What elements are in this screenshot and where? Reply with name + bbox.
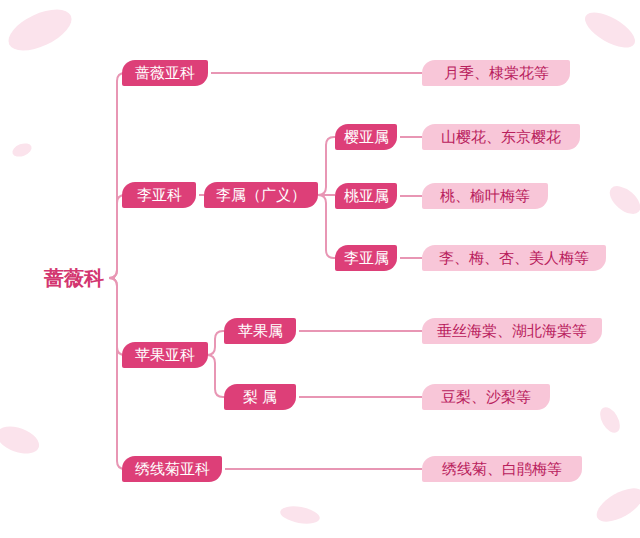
category-box: 李亚属 (335, 245, 397, 271)
node-text: 李亚科 (137, 186, 182, 205)
category-box: 李亚科 (122, 182, 196, 208)
example-box: 垂丝海棠、湖北海棠等 (422, 318, 602, 344)
node-text: 苹果属 (238, 322, 283, 341)
node-text: 桃、榆叶梅等 (440, 187, 530, 206)
node-text: 李属（广义） (216, 186, 306, 205)
tree-connector (207, 331, 224, 355)
node-text: 李亚属 (344, 249, 389, 268)
tree-connector (318, 137, 335, 195)
node-text: 樱亚属 (344, 128, 389, 147)
tree-connector (400, 257, 422, 259)
node-text: 绣线菊、白鹃梅等 (442, 460, 562, 479)
tree-connector (299, 396, 422, 398)
node-text: 山樱花、东京樱花 (441, 128, 561, 147)
tree-connector (400, 195, 422, 197)
root-label: 蔷薇科 (36, 263, 112, 293)
example-box: 月季、棣棠花等 (422, 60, 570, 86)
category-box: 苹果属 (224, 318, 296, 344)
node-text: 豆梨、沙梨等 (441, 388, 531, 407)
category-box: 苹果亚科 (122, 342, 208, 368)
tree-connector (318, 195, 335, 258)
petal (0, 1, 640, 528)
node-text: 月季、棣棠花等 (444, 64, 549, 83)
node-text: 蔷薇科 (44, 265, 104, 292)
example-box: 山樱花、东京樱花 (422, 124, 580, 150)
tree-connector (211, 72, 422, 74)
example-box: 桃、榆叶梅等 (422, 183, 548, 209)
tree-connector (400, 136, 422, 138)
node-text: 桃亚属 (344, 187, 389, 206)
tree-connector (299, 330, 422, 332)
category-box: 蔷薇亚科 (122, 60, 208, 86)
tree-connector (207, 355, 224, 397)
node-text: 绣线菊亚科 (135, 460, 210, 479)
node-text: 苹果亚科 (135, 346, 195, 365)
example-box: 李、梅、杏、美人梅等 (422, 245, 606, 271)
category-box: 李属（广义） (204, 182, 318, 208)
category-box: 桃亚属 (335, 183, 397, 209)
tree-connector (109, 73, 125, 278)
example-box: 豆梨、沙梨等 (422, 384, 550, 410)
category-box: 绣线菊亚科 (122, 456, 222, 482)
tree-connector (109, 278, 125, 469)
category-box: 樱亚属 (335, 124, 397, 150)
tree-connector (225, 468, 422, 470)
example-box: 绣线菊、白鹃梅等 (422, 456, 582, 482)
node-text: 蔷薇亚科 (135, 64, 195, 83)
category-box: 梨 属 (224, 384, 296, 410)
node-text: 李、梅、杏、美人梅等 (439, 249, 589, 268)
node-text: 垂丝海棠、湖北海棠等 (437, 322, 587, 341)
node-text: 梨 属 (243, 388, 278, 407)
